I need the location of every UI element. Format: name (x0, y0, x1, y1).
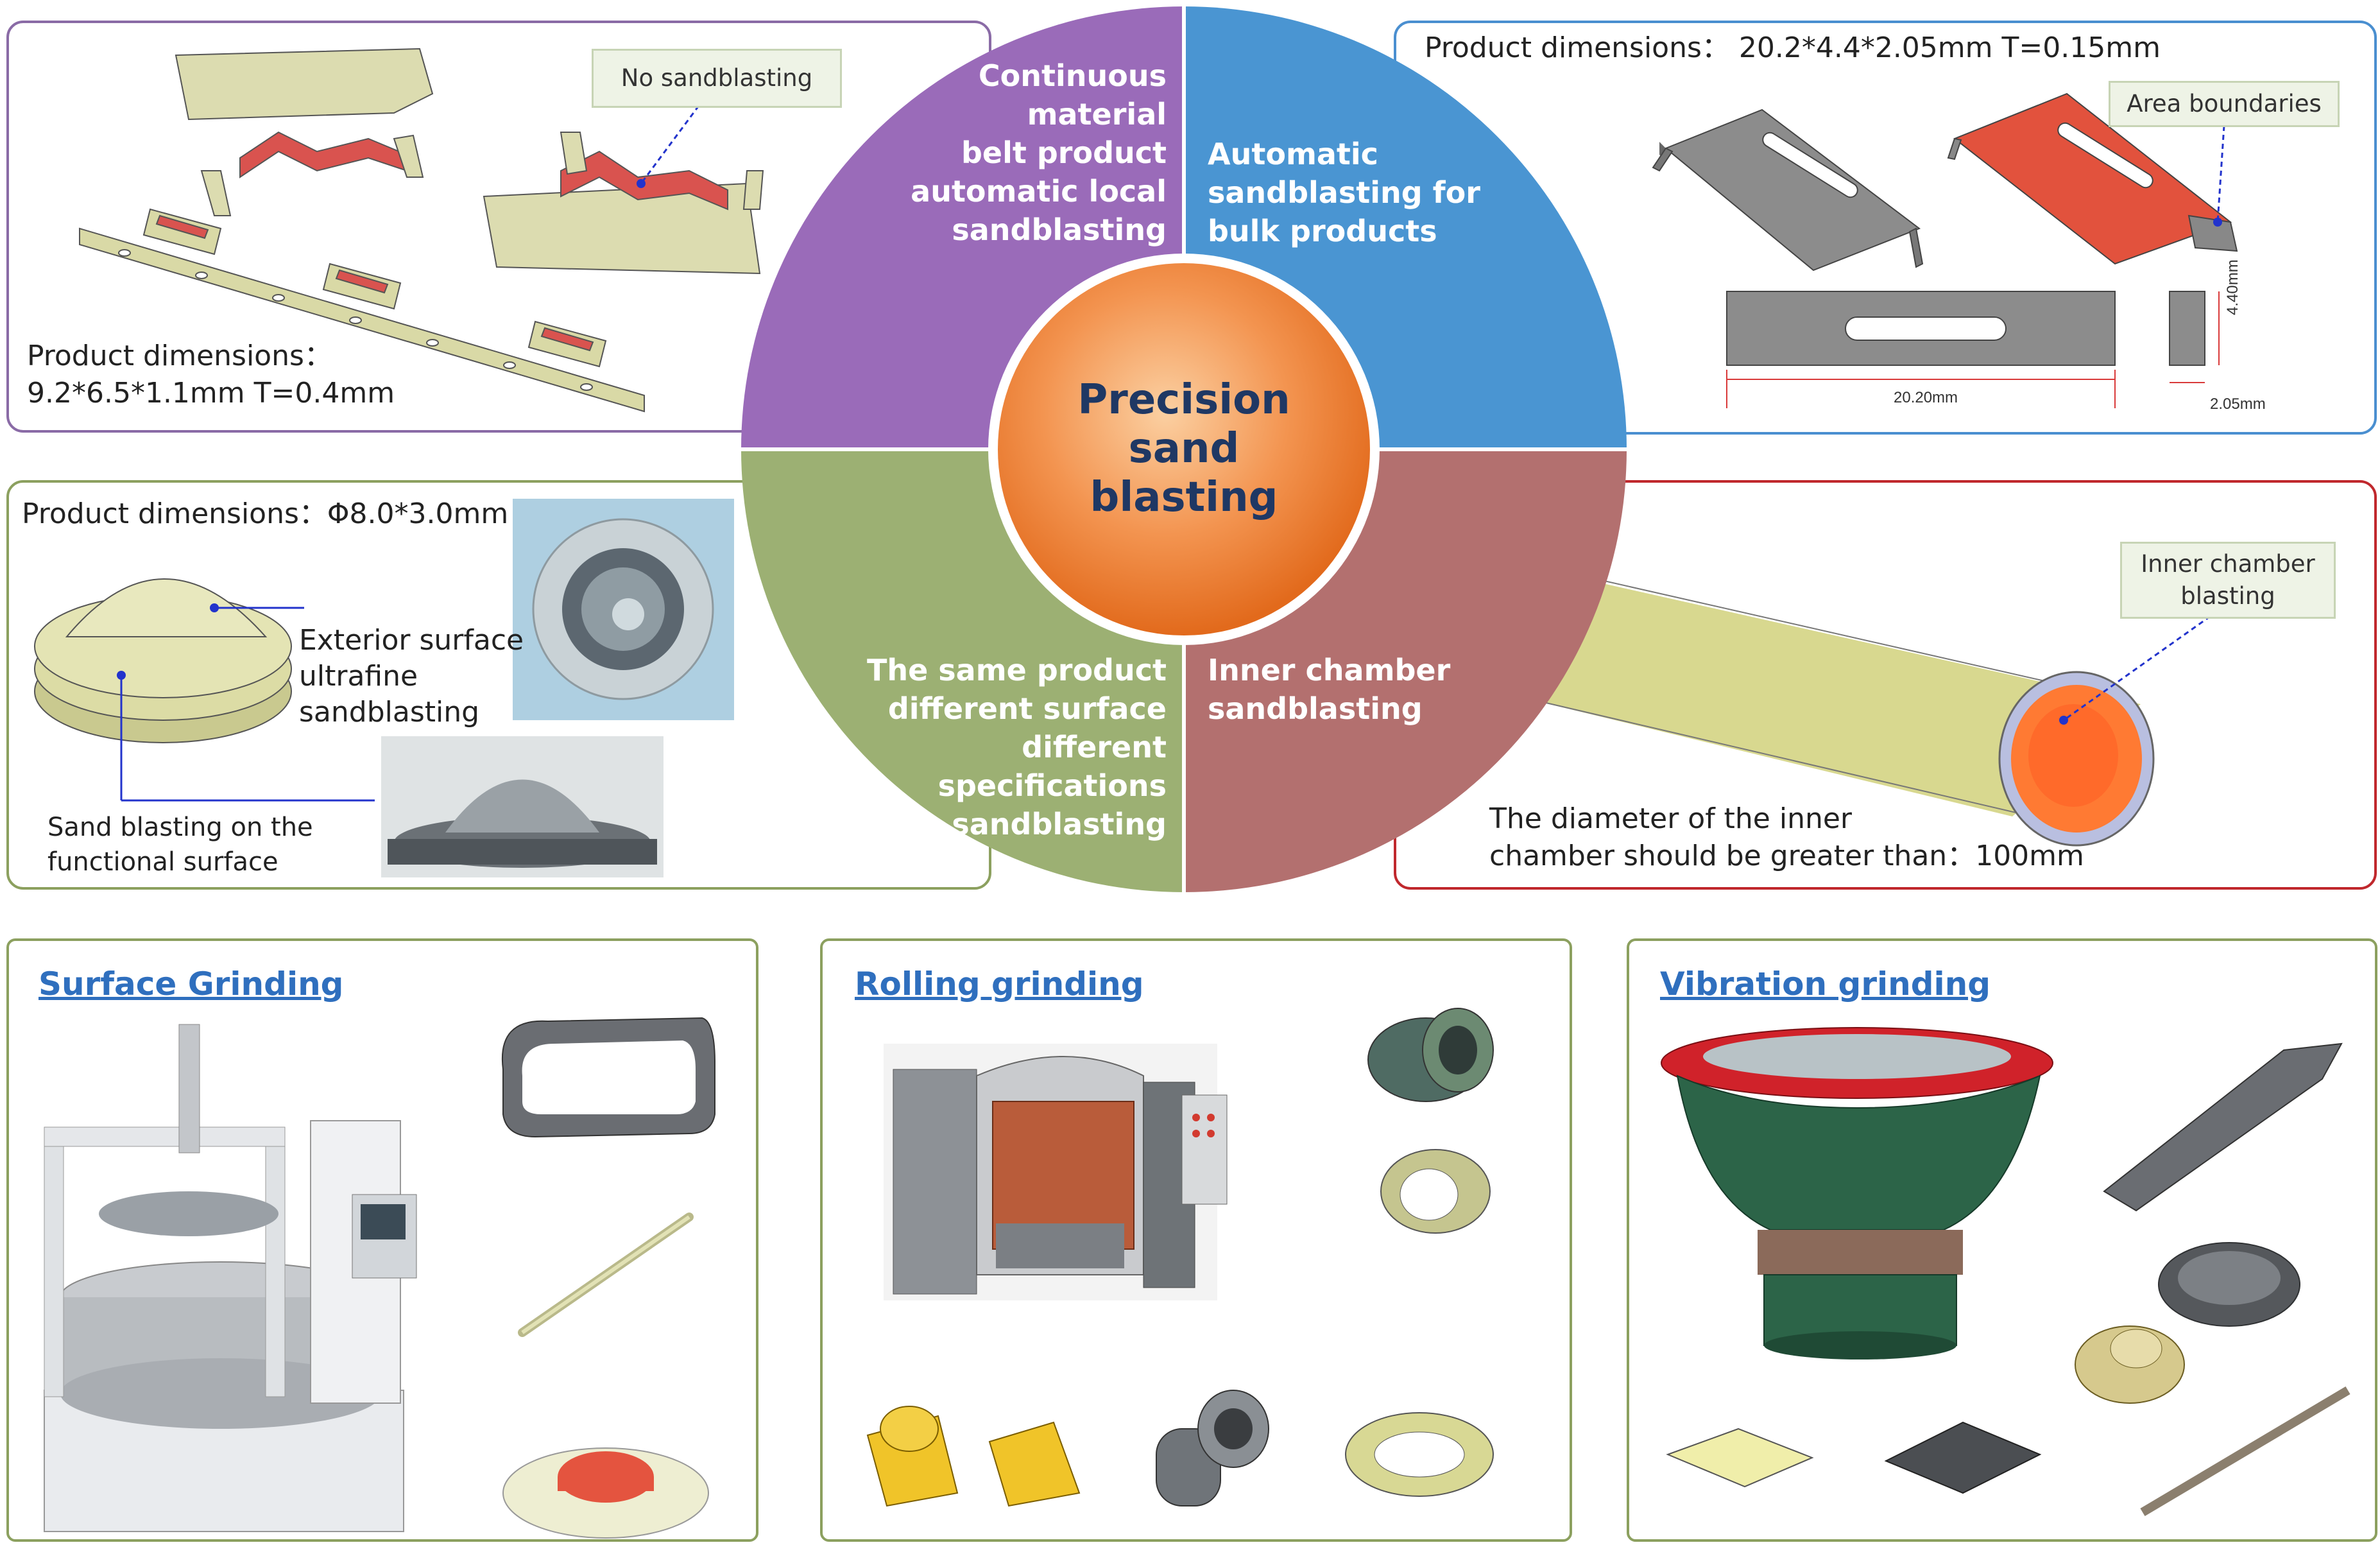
surface-grinding-panel: Surface Grinding (6, 938, 758, 1542)
rolling-grinding-parts (866, 1008, 1494, 1507)
dimension-length: 20.20mm (1894, 389, 1958, 406)
functional-surface-label: Sand blasting on the functional surface (47, 813, 313, 877)
area-boundaries-callout: Area boundaries (2109, 81, 2340, 127)
dome-part-illustration (34, 499, 734, 877)
surface-grinding-parts (501, 1017, 715, 1539)
belt-product-illustration (79, 47, 764, 413)
surface-grinding-title[interactable]: Surface Grinding (39, 965, 344, 1003)
exterior-surface-label: Exterior surface ultrafine sandblasting (299, 624, 524, 729)
inner-chamber-panel: Inner chamber blasting The diameter of t… (1394, 480, 2377, 890)
quadrant-bottom-right-label: Inner chamber sandblasting (1208, 653, 1451, 726)
vibration-grinding-title[interactable]: Vibration grinding (1660, 965, 1991, 1003)
vibration-grinding-parts (1666, 1042, 2350, 1517)
belt-product-panel: No sandblasting Product dimensions： 9.2*… (6, 21, 991, 433)
quadrant-top-left-label: Continuous material belt product automat… (911, 58, 1167, 247)
quadrant-top-right-label: Automatic sandblasting for bulk products (1208, 137, 1480, 248)
dimension-width: 2.05mm (2210, 395, 2266, 413)
inner-chamber-note: The diameter of the inner chamber should… (1489, 802, 2084, 872)
surface-grinding-illustration (44, 1024, 417, 1532)
quadrant-bottom-left-label: The same product different surface diffe… (866, 653, 1167, 842)
vibration-grinding-illustration (1661, 1027, 2053, 1359)
bulk-product-illustration (1652, 92, 2238, 408)
inner-chamber-callout: Inner chamber blasting (2120, 542, 2336, 619)
rolling-grinding-title[interactable]: Rolling grinding (855, 965, 1144, 1003)
rolling-grinding-panel: Rolling grinding (820, 938, 1572, 1542)
dimension-height: 4.40mm (2224, 259, 2241, 315)
surface-product-dimensions: Product dimensions：Φ8.0*3.0mm (22, 497, 509, 530)
center-title: Precision sand blasting (1077, 376, 1290, 521)
rolling-grinding-illustration (884, 1044, 1228, 1300)
belt-product-dimensions: Product dimensions： 9.2*6.5*1.1mm T=0.4m… (27, 340, 395, 410)
bulk-product-panel: Product dimensions： 20.2*4.4*2.05mm T=0.… (1394, 21, 2377, 435)
no-sandblasting-callout: No sandblasting (592, 49, 842, 108)
vibration-grinding-panel: Vibration grinding (1627, 938, 2377, 1542)
surface-product-panel: Product dimensions：Φ8.0*3.0mm Exterior s… (6, 480, 991, 890)
